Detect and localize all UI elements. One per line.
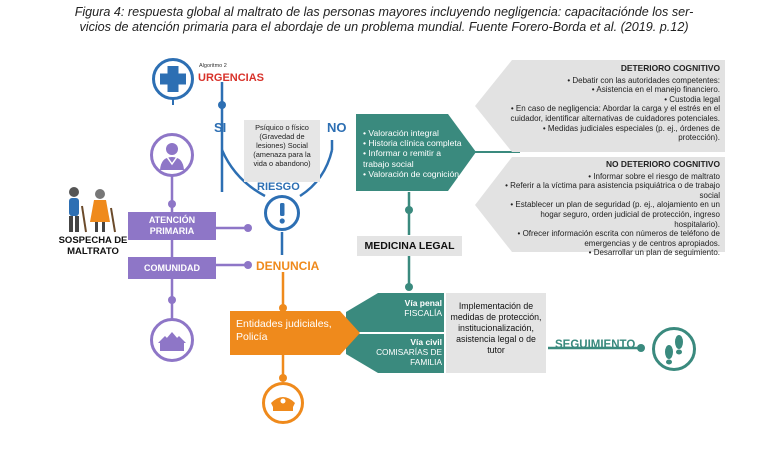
sospecha-label: SOSPECHA DE MALTRATO (58, 235, 128, 257)
deterioro-item: • Debatir con las autoridades competente… (567, 75, 720, 85)
deterioro-item: • Custodia legal (664, 94, 720, 104)
via-penal-sub: FISCALÍA (404, 308, 442, 318)
deterioro-item: • En caso de negligencia: Abordar la car… (510, 104, 720, 123)
no-deterioro-title: NO DETERIORO COGNITIVO (606, 159, 720, 169)
via-civil-sub: COMISARÍAS DE FAMILIA (376, 347, 442, 367)
deterioro-panel: DETERIORO COGNITIVO • Debatir con las au… (500, 63, 720, 143)
community-houses-icon (150, 318, 194, 362)
via-penal: Vía penal FISCALÍA (380, 298, 442, 319)
footprints-icon (652, 327, 696, 371)
doctor-icon (150, 133, 194, 177)
atencion-primaria-tab: ATENCIÓN PRIMARIA (128, 212, 216, 240)
no-deterioro-panel: NO DETERIORO COGNITIVO • Informar sobre … (500, 159, 720, 258)
implementacion-box: Implementación de medidas de protección,… (446, 293, 546, 373)
valoracion-item: • Informar o remitir a trabajo social (363, 148, 441, 169)
police-cap-icon (262, 382, 304, 424)
urgencias-label: URGENCIAS (198, 72, 265, 84)
no-deterioro-item: • Desarrollar un plan de seguimiento. (588, 248, 720, 258)
valoracion-item: • Valoración de cognición (363, 168, 460, 179)
si-label: SI (214, 120, 227, 135)
no-label: NO (327, 120, 347, 135)
no-deterioro-item: • Ofrecer información escrita con número… (517, 229, 720, 248)
valoracion-item: • Historia clínica completa (363, 138, 462, 149)
valoracion-list: • Valoración integral • Historia clínica… (363, 128, 463, 179)
deterioro-item: • Medidas judiciales especiales (p. ej.,… (542, 123, 720, 143)
comunidad-tab: COMUNIDAD (128, 257, 216, 279)
riesgo-label: RIESGO (257, 181, 300, 193)
caption-line-1: Figura 4: respuesta global al maltrato d… (74, 5, 694, 19)
no-deterioro-item: • Establecer un plan de seguridad (p. ej… (510, 200, 720, 229)
riesgo-exclamation-icon (264, 195, 300, 231)
via-civil-title: Vía civil (410, 337, 442, 347)
via-civil: Vía civil COMISARÍAS DE FAMILIA (356, 337, 442, 367)
elderly-couple-icon (60, 186, 120, 234)
seguimiento-label: SEGUIMIENTO (555, 339, 636, 351)
no-deterioro-item: • Informar sobre el riesgo de maltrato (588, 171, 720, 181)
deterioro-item: • Asistencia en el manejo financiero. (591, 85, 720, 95)
algoritmo-label: Algoritmo 2 (199, 63, 227, 69)
caption-line-2: vicios de atención primaria para el abor… (79, 20, 689, 34)
entidades-label: Entidades judiciales, Policía (236, 318, 332, 343)
figure-caption: Figura 4: respuesta global al maltrato d… (14, 5, 754, 35)
urgencias-cross-icon (152, 58, 194, 100)
medicina-legal-box: MEDICINA LEGAL (357, 236, 462, 256)
denuncia-label: DENUNCIA (256, 259, 320, 273)
deterioro-title: DETERIORO COGNITIVO (620, 63, 720, 73)
via-penal-title: Vía penal (404, 298, 442, 308)
valoracion-item: • Valoración integral (363, 128, 439, 138)
psiquico-box: Psíquico o físico (Gravedad de lesiones)… (244, 120, 320, 182)
no-deterioro-item: • Referir a la víctima para asistencia p… (505, 181, 720, 200)
